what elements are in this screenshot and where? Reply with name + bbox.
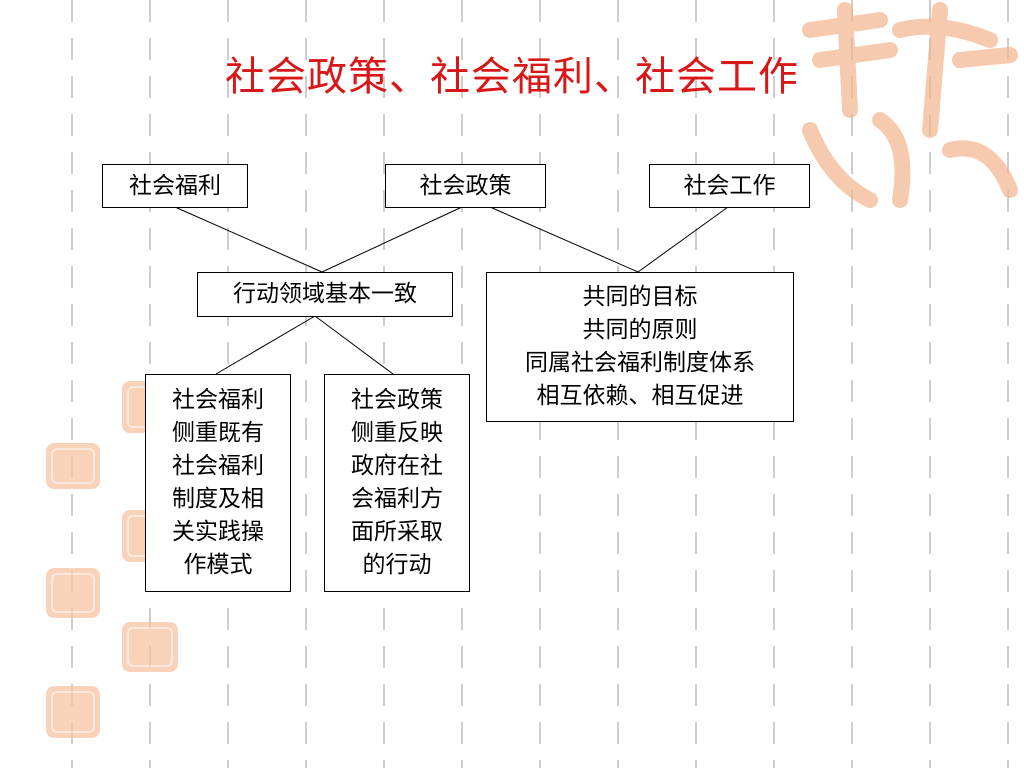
connector-work-to-common [637, 206, 729, 273]
node-text: 社会福利 [129, 172, 221, 199]
node-text: 会福利方 [351, 486, 443, 512]
node-text: 社会福利 [172, 453, 264, 479]
node-text: 行动领域基本一致 [233, 281, 417, 307]
node-text: 面所采取 [351, 519, 443, 545]
node-social-policy: 社会政策 [385, 164, 546, 208]
node-text: 社会工作 [683, 172, 776, 199]
node-text: 侧重反映 [351, 420, 443, 446]
connector-consistent-to-policy-focus [314, 315, 394, 375]
node-text: 制度及相 [172, 486, 264, 512]
node-social-work: 社会工作 [649, 164, 810, 208]
node-text: 相互依赖、相互促进 [536, 383, 744, 409]
connector-policy-to-consistent [321, 206, 463, 273]
node-text: 的行动 [362, 552, 432, 578]
decorative-stamp-icon [46, 686, 100, 738]
decorative-seal-icon [802, 2, 1018, 208]
node-text: 共同的目标 [582, 284, 698, 310]
node-text: 侧重既有 [172, 420, 264, 446]
connector-consistent-to-welfare-focus [215, 315, 316, 375]
node-text: 社会政策 [419, 172, 512, 199]
node-policy-focus: 社会政策 侧重反映 政府在社 会福利方 面所采取 的行动 [324, 374, 470, 592]
node-text: 同属社会福利制度体系 [525, 350, 755, 376]
page-title: 社会政策、社会福利、社会工作 [225, 54, 799, 100]
node-basically-consistent: 行动领域基本一致 [197, 272, 453, 317]
connector-policy-to-common [489, 206, 639, 273]
node-welfare-focus: 社会福利 侧重既有 社会福利 制度及相 关实践操 作模式 [145, 374, 291, 592]
decorative-stamp-icon [46, 568, 100, 618]
node-common-ground: 共同的目标 共同的原则 同属社会福利制度体系 相互依赖、相互促进 [486, 272, 794, 422]
decorative-stamp-icon [122, 622, 178, 672]
node-social-welfare: 社会福利 [102, 164, 248, 208]
node-text: 共同的原则 [582, 317, 698, 343]
node-text: 社会福利 [172, 387, 264, 413]
connector-welfare-to-consistent [174, 206, 323, 273]
node-text: 社会政策 [351, 387, 443, 413]
node-text: 作模式 [183, 552, 253, 578]
node-text: 关实践操 [172, 519, 264, 545]
node-text: 政府在社 [351, 453, 443, 479]
decorative-stamp-icon [46, 443, 100, 489]
